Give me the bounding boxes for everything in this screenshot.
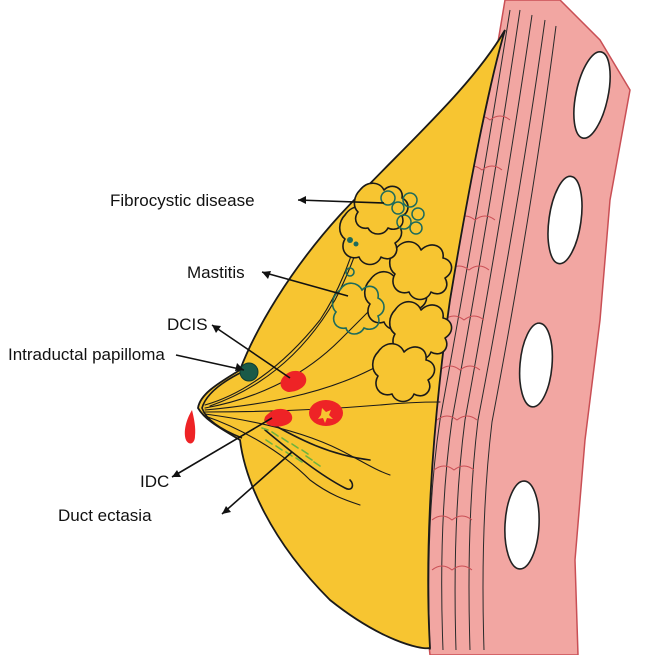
papilloma-marker — [240, 363, 258, 381]
label-ectasia: Duct ectasia — [58, 506, 152, 525]
arrowhead-fibrocystic — [298, 196, 306, 204]
tumor-mass — [309, 400, 343, 426]
label-idc: IDC — [140, 472, 169, 491]
arrowhead-dcis — [212, 325, 221, 333]
nipple-discharge-drop — [185, 410, 195, 443]
arrowhead-idc — [172, 470, 181, 477]
label-mastitis: Mastitis — [187, 263, 245, 282]
annotation-fibrocystic: Fibrocystic disease — [110, 191, 384, 210]
label-fibrocystic: Fibrocystic disease — [110, 191, 255, 210]
arrowhead-mastitis — [262, 271, 271, 279]
annotation-papilloma: Intraductal papilloma — [8, 345, 244, 371]
label-papilloma: Intraductal papilloma — [8, 345, 165, 364]
label-dcis: DCIS — [167, 315, 208, 334]
